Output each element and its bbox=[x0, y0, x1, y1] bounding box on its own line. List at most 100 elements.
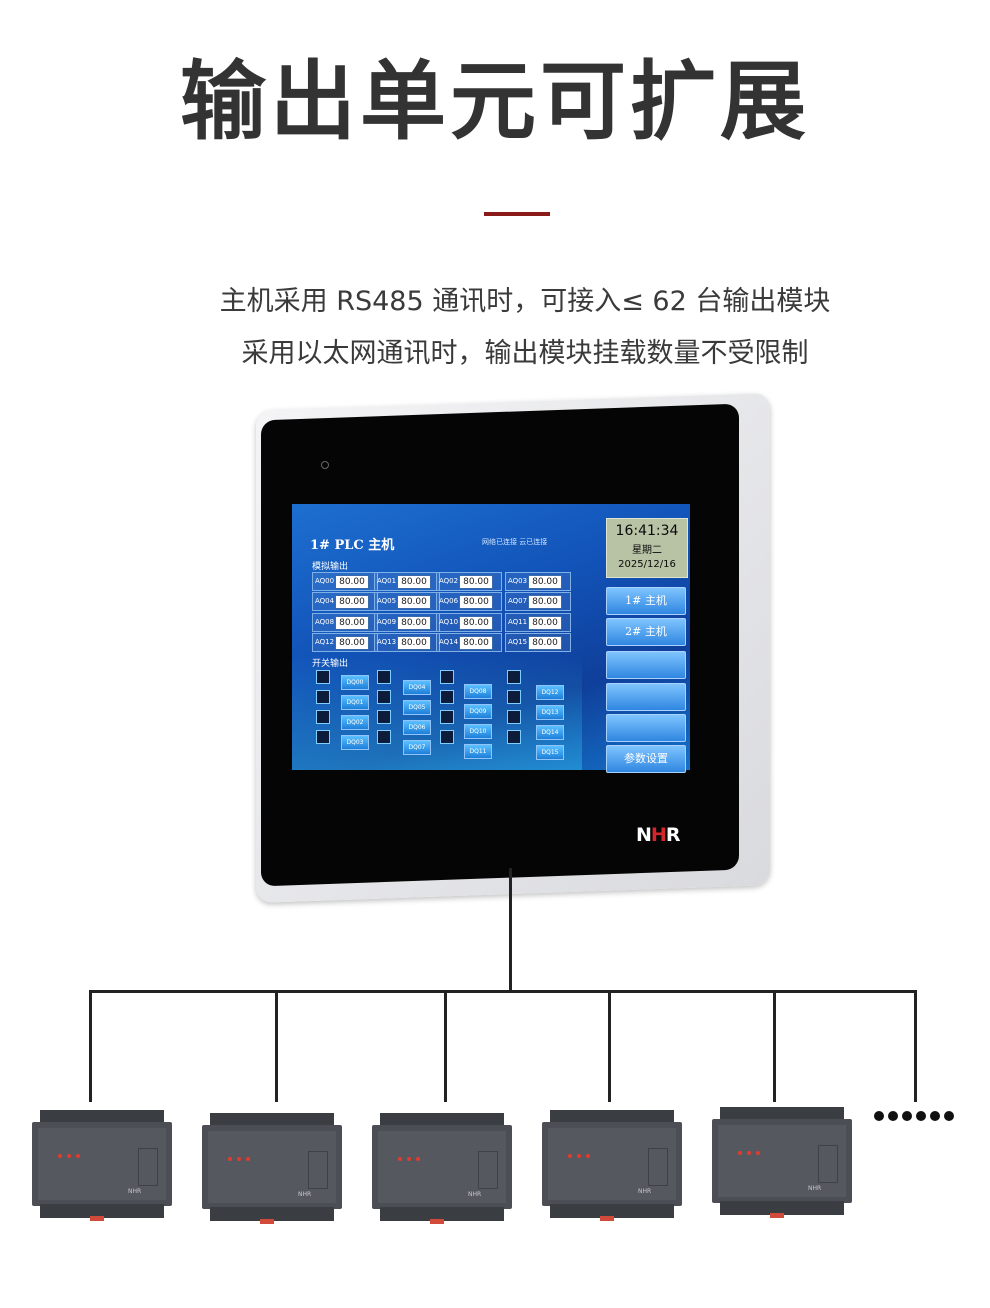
dq-toggle[interactable] bbox=[377, 670, 391, 684]
aq-value-field[interactable]: 80.00 bbox=[459, 616, 493, 630]
clock-weekday: 星期二 bbox=[632, 545, 662, 556]
dq-toggle[interactable] bbox=[440, 710, 454, 724]
clock-date: 2025/12/16 bbox=[618, 559, 676, 570]
camera-icon bbox=[321, 461, 329, 469]
dq-toggle[interactable] bbox=[440, 690, 454, 704]
module-terminal-top bbox=[380, 1113, 504, 1127]
blank-button-3[interactable] bbox=[606, 651, 686, 679]
aq-name: AQ12 bbox=[315, 638, 335, 646]
brand-logo: NHR bbox=[636, 824, 680, 846]
aq-name: AQ05 bbox=[377, 597, 397, 605]
module-face bbox=[548, 1128, 676, 1200]
aq-value-field[interactable]: 80.00 bbox=[528, 616, 562, 630]
aq-value-field[interactable]: 80.00 bbox=[459, 636, 493, 650]
dq-toggle[interactable] bbox=[377, 710, 391, 724]
drop-line-1 bbox=[89, 990, 92, 1102]
title-divider bbox=[484, 212, 550, 216]
led-indicator bbox=[58, 1154, 62, 1158]
dq-toggle[interactable] bbox=[316, 670, 330, 684]
aq-name: AQ07 bbox=[508, 597, 528, 605]
aq-name: AQ01 bbox=[377, 577, 397, 585]
led-indicator bbox=[407, 1157, 411, 1161]
output-module: NHR bbox=[32, 1110, 172, 1224]
aq-value-field[interactable]: 80.00 bbox=[528, 636, 562, 650]
dq-toggle[interactable] bbox=[377, 730, 391, 744]
output-module: NHR bbox=[542, 1110, 682, 1224]
module-terminal-bottom bbox=[210, 1207, 334, 1221]
dq-label: DQ15 bbox=[536, 745, 564, 760]
dq-toggle[interactable] bbox=[440, 670, 454, 684]
dq-label: DQ03 bbox=[341, 735, 369, 750]
settings-button[interactable]: 参数设置 bbox=[606, 745, 686, 773]
host2-button[interactable]: 2# 主机 bbox=[606, 618, 686, 646]
dq-toggle[interactable] bbox=[507, 710, 521, 724]
dq-toggle[interactable] bbox=[316, 690, 330, 704]
more-dot-1 bbox=[874, 1111, 884, 1121]
dq-label: DQ05 bbox=[403, 700, 431, 715]
brand-n: N bbox=[636, 824, 652, 846]
led-indicator bbox=[568, 1154, 572, 1158]
aq-name: AQ06 bbox=[439, 597, 459, 605]
dq-label: DQ02 bbox=[341, 715, 369, 730]
more-dot-2 bbox=[888, 1111, 898, 1121]
aq-value-field[interactable]: 80.00 bbox=[397, 595, 431, 609]
drop-line-3 bbox=[444, 990, 447, 1102]
clock-time: 16:41:34 bbox=[615, 523, 679, 539]
more-dot-6 bbox=[944, 1111, 954, 1121]
dq-label: DQ00 bbox=[341, 675, 369, 690]
aq-value-field[interactable]: 80.00 bbox=[397, 575, 431, 589]
drop-line-6 bbox=[914, 990, 917, 1102]
dq-label: DQ08 bbox=[464, 684, 492, 699]
blank-button-4[interactable] bbox=[606, 683, 686, 711]
dq-toggle[interactable] bbox=[377, 690, 391, 704]
aq-value-field[interactable]: 80.00 bbox=[459, 595, 493, 609]
aq-value-field[interactable]: 80.00 bbox=[335, 636, 369, 650]
aq-value-field[interactable]: 80.00 bbox=[528, 575, 562, 589]
aq-value-field[interactable]: 80.00 bbox=[459, 575, 493, 589]
aq-value-field[interactable]: 80.00 bbox=[335, 575, 369, 589]
din-clip bbox=[260, 1219, 274, 1224]
module-terminal-bottom bbox=[550, 1204, 674, 1218]
aq-value-field[interactable]: 80.00 bbox=[528, 595, 562, 609]
dq-toggle[interactable] bbox=[507, 670, 521, 684]
clock-panel: 16:41:34 星期二 2025/12/16 bbox=[606, 518, 688, 578]
aq-name: AQ00 bbox=[315, 577, 335, 585]
aq-name: AQ04 bbox=[315, 597, 335, 605]
din-clip bbox=[600, 1216, 614, 1221]
dq-toggle[interactable] bbox=[316, 730, 330, 744]
dq-toggle[interactable] bbox=[440, 730, 454, 744]
output-module: NHR bbox=[202, 1113, 342, 1227]
screen-title: 1# PLC 主机 bbox=[310, 538, 395, 553]
blank-button-5[interactable] bbox=[606, 714, 686, 742]
output-module: NHR bbox=[372, 1113, 512, 1227]
module-terminal-top bbox=[550, 1110, 674, 1124]
module-face bbox=[208, 1131, 336, 1203]
led-indicator bbox=[747, 1151, 751, 1155]
aq-value-field[interactable]: 80.00 bbox=[335, 595, 369, 609]
dq-toggle[interactable] bbox=[507, 690, 521, 704]
switch-output-label: 开关输出 bbox=[312, 659, 349, 669]
led-indicator bbox=[76, 1154, 80, 1158]
host1-button[interactable]: 1# 主机 bbox=[606, 587, 686, 615]
module-door bbox=[138, 1148, 158, 1186]
module-terminal-bottom bbox=[720, 1201, 844, 1215]
module-terminal-top bbox=[40, 1110, 164, 1124]
drop-line-2 bbox=[275, 990, 278, 1102]
led-indicator bbox=[67, 1154, 71, 1158]
dq-toggle[interactable] bbox=[507, 730, 521, 744]
aq-value-field[interactable]: 80.00 bbox=[397, 636, 431, 650]
led-indicator bbox=[228, 1157, 232, 1161]
aq-value-field[interactable]: 80.00 bbox=[397, 616, 431, 630]
dq-toggle[interactable] bbox=[316, 710, 330, 724]
aq-value-field[interactable]: 80.00 bbox=[335, 616, 369, 630]
module-logo: NHR bbox=[808, 1185, 822, 1192]
